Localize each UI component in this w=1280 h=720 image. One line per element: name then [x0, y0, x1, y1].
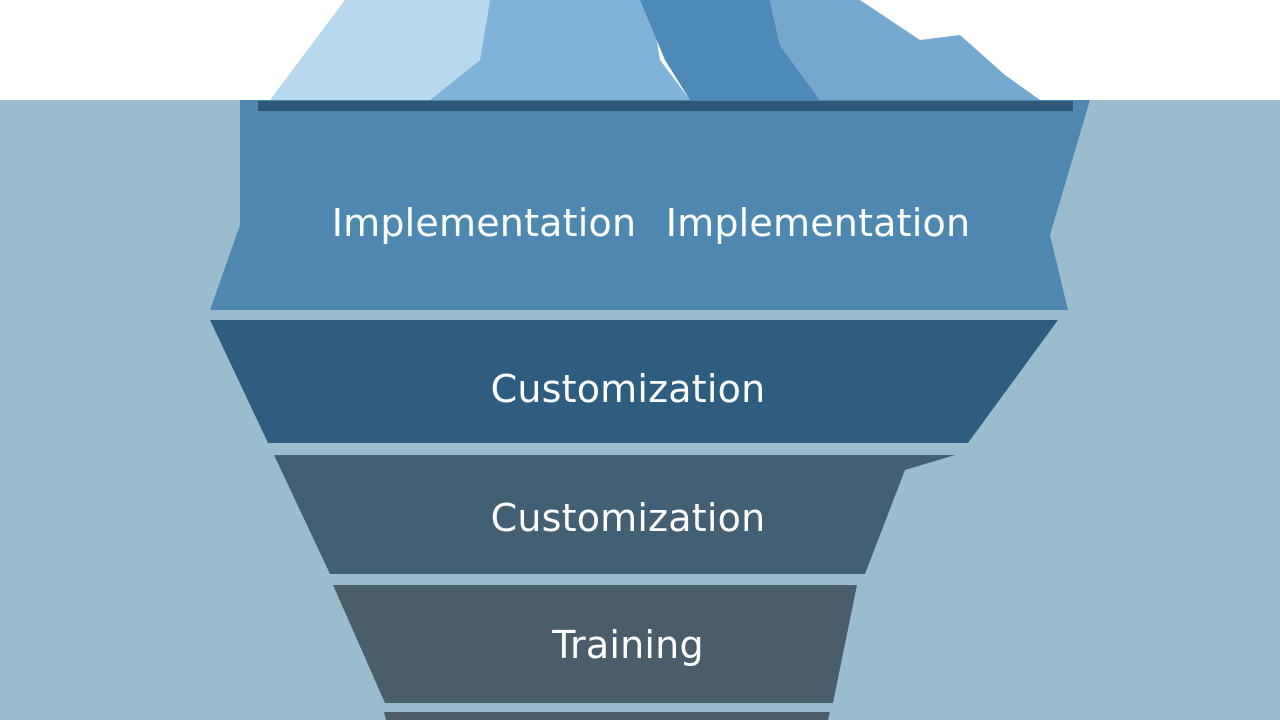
layer-1-label-left: Implementation — [331, 201, 637, 245]
iceberg-tip-light-face — [270, 0, 490, 100]
layer-1-label-right: Implementation — [665, 201, 971, 245]
layer-band-5 — [384, 712, 830, 720]
iceberg-tip-dark-face — [640, 0, 820, 100]
layer-band-4 — [333, 585, 857, 703]
iceberg-tip — [270, 0, 1040, 100]
layer-4-label: Training — [552, 623, 704, 667]
iceberg-tip-right-face — [770, 0, 1040, 100]
layer-3-label: Customization — [490, 496, 766, 540]
waterline — [258, 101, 1073, 111]
iceberg-tip-mid-face — [430, 0, 690, 100]
layer-2-label: Customization — [490, 367, 766, 411]
layer-band-3 — [274, 455, 955, 574]
layer-band-1 — [210, 100, 1090, 310]
layer-band-2 — [210, 320, 1058, 443]
